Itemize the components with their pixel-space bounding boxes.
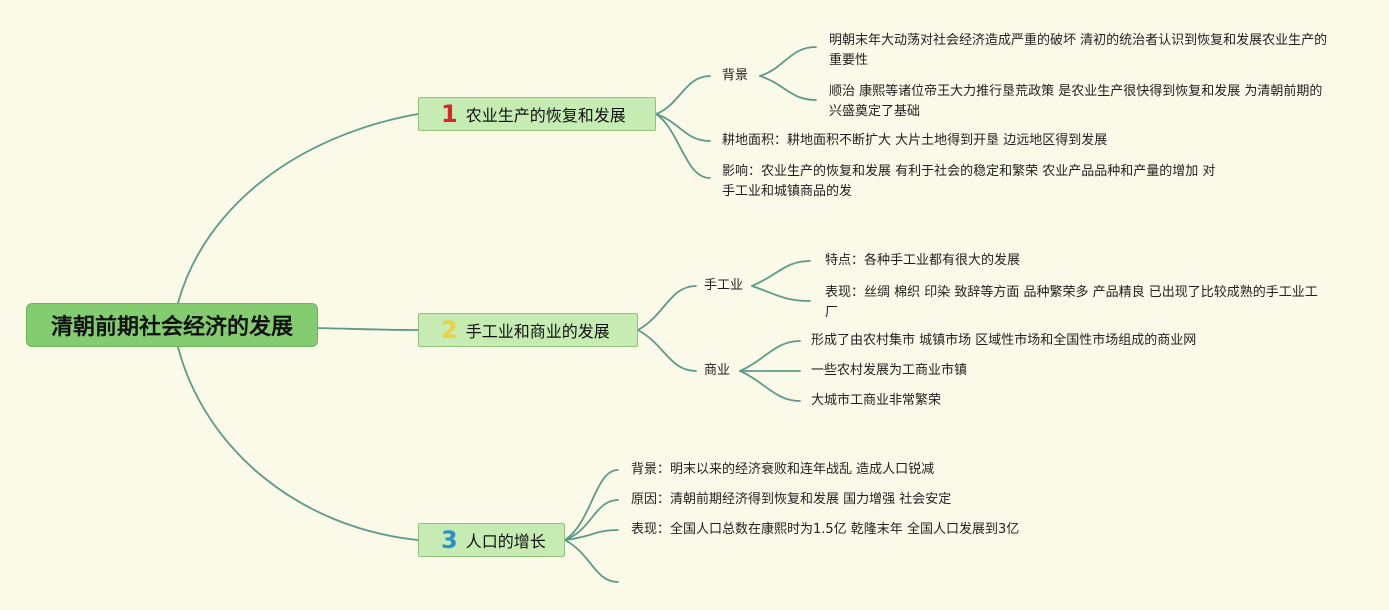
topic-commerce-item-2[interactable]: 一些农村发展为工商业市镇	[811, 363, 968, 378]
topic-agri-impact[interactable]: 影响：农业生产的恢复和发展 有利于社会的稳定和繁荣 农业产品品种和产量的增加 对…	[722, 164, 1216, 199]
link-bg-line2	[759, 75, 817, 101]
root-topic[interactable]: 清朝前期社会经济的发展	[26, 303, 318, 347]
number-2-icon: 2	[441, 316, 458, 344]
branch-population[interactable]: 3 人口的增长	[418, 523, 565, 557]
number-1-icon: 1	[441, 100, 458, 128]
topic-agri-bg-item-1[interactable]: 明朝末年大动荡对社会经济造成严重的破坏 清初的统治者认识到恢复和发展农业生产的重…	[829, 33, 1328, 68]
branch-agriculture[interactable]: 1 农业生产的恢复和发展	[418, 97, 656, 131]
link-co-line1	[739, 340, 801, 372]
topic-commerce[interactable]: 商业	[704, 363, 731, 378]
topic-agri-background[interactable]: 背景	[722, 68, 749, 83]
link-b1-impact	[655, 113, 711, 179]
branch-title: 农业生产的恢复和发展	[465, 106, 626, 125]
topic-agri-area[interactable]: 耕地面积：耕地面积不断扩大 大片土地得到开垦 边远地区得到发展	[722, 133, 1108, 148]
link-hc-line1	[751, 260, 811, 287]
link-b3-line1	[564, 469, 619, 541]
topic-commerce-item-3[interactable]: 大城市工商业非常繁荣	[811, 393, 942, 408]
link-b1-area	[655, 113, 711, 142]
link-root-b3	[177, 346, 419, 541]
link-hc-line2	[751, 285, 811, 302]
link-b3-line3	[564, 529, 619, 541]
link-b2-handicraft	[637, 285, 697, 331]
link-b3-line2	[564, 499, 619, 541]
topic-handicraft-item-1[interactable]: 特点：各种手工业都有很大的发展	[825, 253, 1021, 268]
branch-handicraft-commerce[interactable]: 2 手工业和商业的发展	[418, 313, 638, 347]
link-root-b1	[177, 113, 419, 304]
link-b1-bg	[655, 75, 711, 115]
topic-commerce-item-1[interactable]: 形成了由农村集市 城镇市场 区域性市场和全国性市场组成的商业网	[811, 333, 1197, 348]
topic-handicraft-item-2[interactable]: 表现：丝绸 棉织 印染 致辞等方面 品种繁荣多 产品精良 已出现了比较成熟的手工…	[825, 285, 1318, 320]
link-bg-line1	[759, 46, 817, 77]
branch-title: 手工业和商业的发展	[465, 322, 610, 341]
link-co-line3	[739, 370, 801, 402]
branch-title: 人口的增长	[465, 532, 546, 551]
link-b2-commerce	[637, 329, 697, 372]
link-root-b2	[317, 327, 419, 331]
topic-agri-bg-item-2[interactable]: 顺治 康熙等诸位帝王大力推行垦荒政策 是农业生产很快得到恢复和发展 为清朝前期的…	[829, 84, 1323, 119]
topic-handicraft[interactable]: 手工业	[704, 278, 744, 293]
number-3-icon: 3	[441, 526, 458, 554]
topic-pop-item-3[interactable]: 表现：全国人口总数在康熙时为1.5亿 乾隆末年 全国人口发展到3亿	[631, 522, 1020, 537]
root-title: 清朝前期社会经济的发展	[50, 315, 293, 340]
topic-pop-item-1[interactable]: 背景：明末以来的经济衰败和连年战乱 造成人口锐减	[631, 462, 935, 477]
topic-pop-item-2[interactable]: 原因：清朝前期经济得到恢复和发展 国力增强 社会安定	[631, 492, 952, 507]
link-b3-line4	[564, 539, 619, 583]
